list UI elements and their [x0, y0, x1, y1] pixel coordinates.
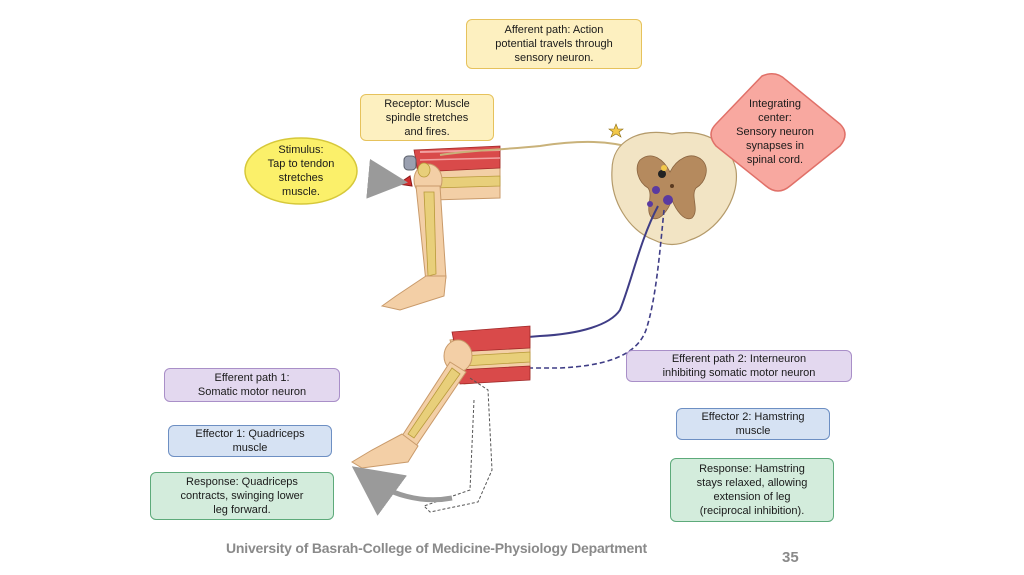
- integrating-center-shape: [710, 73, 846, 192]
- efferent-path-1-box: Efferent path 1: Somatic motor neuron: [164, 368, 340, 402]
- stimulus-label: Stimulus: Tap to tendon stretches muscle…: [267, 144, 335, 198]
- response-1-box: Response: Quadriceps contracts, swinging…: [150, 472, 334, 520]
- effector-1-box: Effector 1: Quadriceps muscle: [168, 425, 332, 457]
- lower-leg-illustration: [351, 325, 531, 516]
- page-number: 35: [782, 549, 799, 566]
- effector-2-box: Effector 2: Hamstring muscle: [676, 408, 830, 440]
- efferent-path-2-box: Efferent path 2: Interneuron inhibiting …: [626, 350, 852, 382]
- motor-nerve-path: [515, 205, 659, 339]
- effector-2-label: Effector 2: Hamstring muscle: [701, 411, 805, 437]
- effector-1-label: Effector 1: Quadriceps muscle: [195, 428, 305, 454]
- response-1-label: Response: Quadriceps contracts, swinging…: [180, 476, 304, 516]
- footer-institution: University of Basrah-College of Medicine…: [226, 540, 647, 556]
- efferent-path-2-label: Efferent path 2: Interneuron inhibiting …: [662, 353, 816, 379]
- receptor-box: Receptor: Muscle spindle stretches and f…: [360, 94, 494, 141]
- action-potential-star-icon: [608, 123, 624, 138]
- receptor-label: Receptor: Muscle spindle stretches and f…: [384, 97, 470, 138]
- interneuron-path: [520, 209, 665, 369]
- stimulus-ellipse: [244, 137, 358, 205]
- response-2-label: Response: Hamstring stays relaxed, allow…: [696, 463, 808, 517]
- integrating-center-label: Integrating center: Sensory neuron synap…: [736, 98, 814, 166]
- upper-leg-illustration: [366, 145, 501, 311]
- spinal-cord-cross-section: [611, 131, 737, 246]
- response-2-box: Response: Hamstring stays relaxed, allow…: [670, 458, 834, 522]
- afferent-path-label: Afferent path: Action potential travels …: [495, 24, 613, 64]
- efferent-path-1-label: Efferent path 1: Somatic motor neuron: [197, 372, 307, 398]
- afferent-path-box: Afferent path: Action potential travels …: [466, 19, 642, 69]
